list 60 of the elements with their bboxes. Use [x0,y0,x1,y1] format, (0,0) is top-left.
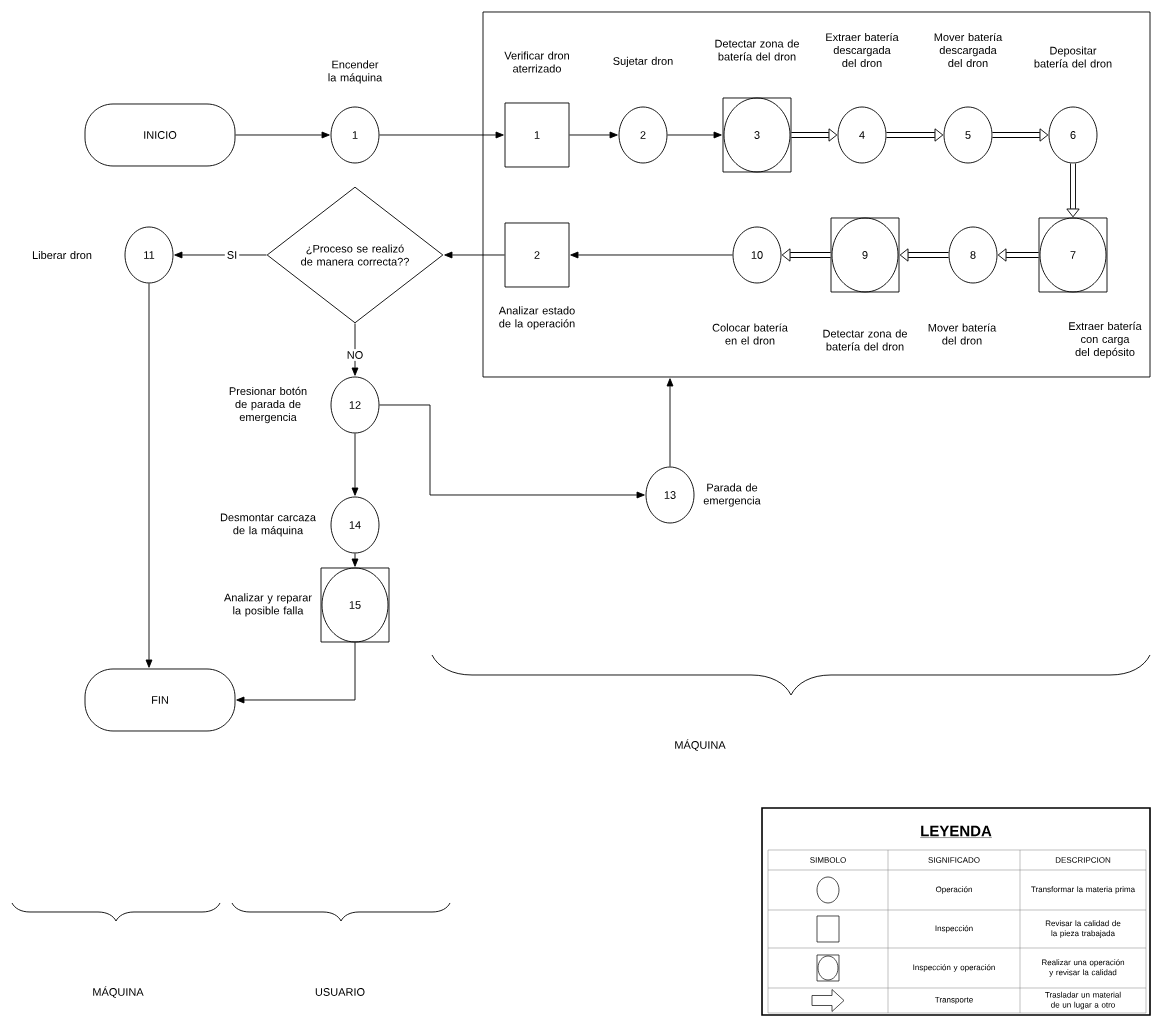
inspection-square: 1 [504,102,570,168]
step-label: Depositar batería del dron [1034,46,1112,68]
column-header: DESCRIPCION [1055,857,1111,863]
arrow [899,248,949,262]
arrow [781,248,831,262]
arrow [351,323,359,376]
arrow [791,128,838,142]
step-label: Colocar batería en el dron [712,323,788,345]
step-label: Extraer batería descargada del dron [826,32,899,68]
step-label: Extraer batería con carga del depósito [1069,321,1142,359]
legend-text: Transporte [935,996,973,1005]
legend-title: LEYENDA [919,825,993,838]
step-label: Encender la máquina [328,60,383,84]
group-label: USUARIO [315,988,365,996]
arrow [351,553,359,567]
step-label: Desmontar carcaza de la máquina [220,513,316,537]
column-header: SIGNIFICADO [928,857,980,863]
terminal-box: INICIO [84,103,236,167]
step-label: Sujetar dron [613,56,673,68]
arrow [667,131,722,139]
edge-label: NO [344,349,366,361]
arrow [997,248,1039,262]
step-label: Verificar dron aterrizado [504,51,569,73]
arrow [992,128,1049,142]
legend-text: Operación [935,886,972,894]
arrow [379,131,504,139]
arrow [174,251,267,259]
arrow [236,642,356,704]
step-label: Presionar botón de parada de emergencia [229,386,307,424]
arrow [379,404,645,499]
column-header: SIMBOLO [810,857,846,863]
description-text: Trasladar un material de un lugar a otro [1045,991,1121,1010]
terminal-box: FIN [84,668,236,732]
edge-label: SI [224,249,240,261]
arrow [886,128,944,142]
arrow [569,131,618,139]
inspection-square: 2 [504,222,570,288]
arrow [145,283,153,668]
arrow [570,251,733,259]
group-label: MÁQUINA [675,739,726,751]
step-label: Detectar zona de batería del dron [823,329,907,351]
arrow [1066,163,1080,218]
arrow [444,251,505,259]
step-label: Parada de emergencia [703,483,761,507]
step-label: Analizar estado de la operación [498,306,575,330]
description-text: Transformar la materia prima [1031,886,1136,894]
arrow [666,378,674,467]
legend-text: Inspección y operación [913,964,995,972]
step-label: Detectar zona de batería del dron [715,39,799,61]
arrow [235,131,330,139]
step-label: Liberar dron [32,250,92,260]
step-label: Mover batería del dron [928,323,997,345]
step-label: Analizar y reparar la posible falla [224,593,312,617]
step-label: Mover batería descargada del dron [934,32,1003,68]
legend-text: Inspección [935,925,973,933]
description-text: Realizar una operación y revisar la calidad [1042,959,1125,977]
description-text: Revisar la calidad de la pieza trabajada [1045,920,1121,938]
process-frame [482,11,1151,378]
arrow [351,433,359,496]
group-label: MÁQUINA [93,986,144,998]
